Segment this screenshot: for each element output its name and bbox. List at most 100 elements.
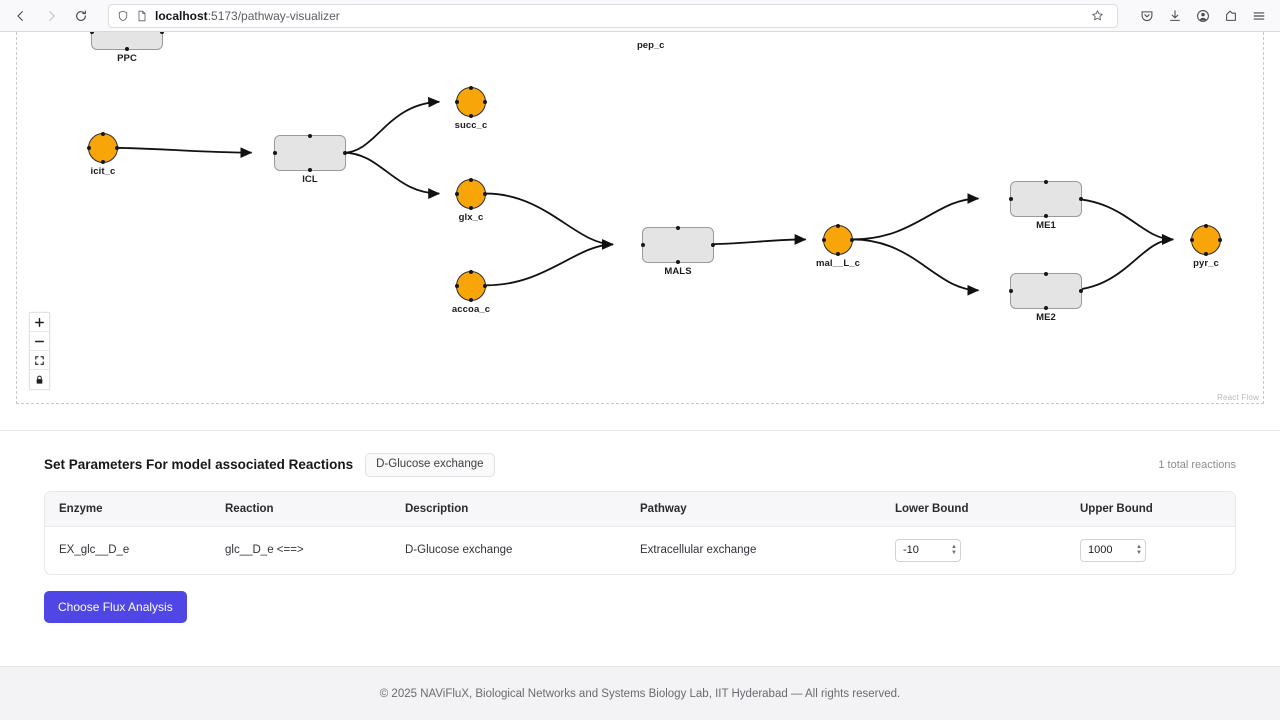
handle-bottom[interactable] <box>836 252 840 256</box>
reactions-table: Enzyme Reaction Description Pathway Lowe… <box>44 490 1236 575</box>
handle-top[interactable] <box>469 270 473 274</box>
handle-left[interactable] <box>87 146 91 150</box>
handle-bottom[interactable] <box>469 298 473 302</box>
lower-bound-input[interactable]: -10 ▲ ▼ <box>895 538 961 562</box>
handle-bottom[interactable] <box>1044 306 1048 310</box>
node-ppc-clipped[interactable]: PPC <box>90 32 164 64</box>
handle-top[interactable] <box>469 178 473 182</box>
zoom-in-icon[interactable] <box>30 313 49 332</box>
node-label-glx-c: glx_c <box>458 212 484 223</box>
reaction-node-box[interactable] <box>1009 272 1083 310</box>
node-mal-l-c[interactable]: mal__L_c <box>816 224 860 269</box>
handle-left[interactable] <box>455 192 459 196</box>
handle-right[interactable] <box>1079 197 1083 201</box>
handle-left[interactable] <box>455 100 459 104</box>
handle-top[interactable] <box>836 224 840 228</box>
url-bar[interactable]: localhost:5173/pathway-visualizer <box>108 3 1118 28</box>
url-text: localhost:5173/pathway-visualizer <box>155 9 340 23</box>
handle-top[interactable] <box>308 134 312 138</box>
reaction-node-box[interactable] <box>273 134 347 172</box>
react-flow-canvas[interactable]: PPC pep_c icit_c <box>16 32 1264 404</box>
node-icl[interactable]: ICL <box>273 134 347 185</box>
react-flow-attribution[interactable]: React Flow <box>1216 393 1259 402</box>
reaction-node-box[interactable] <box>1009 180 1083 218</box>
extensions-icon[interactable] <box>1218 3 1244 29</box>
account-icon[interactable] <box>1190 3 1216 29</box>
handle-left[interactable] <box>641 243 645 247</box>
back-icon[interactable] <box>8 3 34 29</box>
handle-right[interactable] <box>483 100 487 104</box>
reaction-node-box[interactable] <box>90 32 164 51</box>
handle-bottom[interactable] <box>125 47 129 51</box>
node-icit-c[interactable]: icit_c <box>87 132 119 177</box>
handle-right[interactable] <box>483 192 487 196</box>
node-mals[interactable]: MALS <box>641 226 715 277</box>
handle-top[interactable] <box>101 132 105 136</box>
handle-left[interactable] <box>90 32 94 34</box>
handle-right[interactable] <box>343 151 347 155</box>
handle-left[interactable] <box>1009 289 1013 293</box>
stepper-down-icon[interactable]: ▼ <box>951 549 957 556</box>
handle-left[interactable] <box>1009 197 1013 201</box>
handle-left[interactable] <box>822 238 826 242</box>
handle-right[interactable] <box>711 243 715 247</box>
handle-right[interactable] <box>1218 238 1222 242</box>
handle-left[interactable] <box>273 151 277 155</box>
stepper-up-icon[interactable]: ▲ <box>1136 543 1142 550</box>
handle-right[interactable] <box>160 32 164 34</box>
lock-icon[interactable] <box>30 370 49 389</box>
table-row: EX_glc__D_e glc__D_e <==> D-Glucose exch… <box>45 527 1235 574</box>
metabolite-node-circle[interactable] <box>87 132 119 164</box>
node-accoa-c[interactable]: accoa_c <box>452 270 490 315</box>
flow-viewport[interactable]: PPC pep_c icit_c <box>17 32 1263 403</box>
handle-bottom[interactable] <box>1044 214 1048 218</box>
node-label-icit-c: icit_c <box>90 166 116 177</box>
node-me1[interactable]: ME1 <box>1009 180 1083 231</box>
handle-left[interactable] <box>1190 238 1194 242</box>
metabolite-node-circle[interactable] <box>822 224 854 256</box>
handle-bottom[interactable] <box>676 260 680 264</box>
handle-top[interactable] <box>1044 180 1048 184</box>
zoom-out-icon[interactable] <box>30 332 49 351</box>
star-icon[interactable] <box>1085 4 1109 28</box>
node-glx-c[interactable]: glx_c <box>455 178 487 223</box>
handle-right[interactable] <box>850 238 854 242</box>
handle-top[interactable] <box>676 226 680 230</box>
metabolite-node-circle[interactable] <box>455 178 487 210</box>
handle-right[interactable] <box>483 284 487 288</box>
handle-bottom[interactable] <box>469 206 473 210</box>
status-badge[interactable]: D-Glucose exchange <box>365 453 495 477</box>
handle-right[interactable] <box>115 146 119 150</box>
downloads-icon[interactable] <box>1162 3 1188 29</box>
stepper-up-icon[interactable]: ▲ <box>951 543 957 550</box>
pocket-icon[interactable] <box>1134 3 1160 29</box>
reaction-node-box[interactable] <box>641 226 715 264</box>
handle-right[interactable] <box>1079 289 1083 293</box>
handle-left[interactable] <box>455 284 459 288</box>
stepper-down-icon[interactable]: ▼ <box>1136 549 1142 556</box>
upper-bound-stepper[interactable]: ▲ ▼ <box>1136 543 1142 556</box>
choose-flux-analysis-button[interactable]: Choose Flux Analysis <box>44 590 187 623</box>
handle-top[interactable] <box>1044 272 1048 276</box>
handle-top[interactable] <box>469 86 473 90</box>
reload-icon[interactable] <box>68 3 94 29</box>
fit-view-icon[interactable] <box>30 351 49 370</box>
node-label-pep-c: pep_c <box>637 40 665 51</box>
handle-bottom[interactable] <box>469 114 473 118</box>
node-succ-c[interactable]: succ_c <box>455 86 487 131</box>
handle-bottom[interactable] <box>101 160 105 164</box>
node-me2[interactable]: ME2 <box>1009 272 1083 323</box>
metabolite-node-circle[interactable] <box>1190 224 1222 256</box>
forward-icon[interactable] <box>38 3 64 29</box>
handle-bottom[interactable] <box>1204 252 1208 256</box>
metabolite-node-circle[interactable] <box>455 270 487 302</box>
lower-bound-stepper[interactable]: ▲ ▼ <box>951 543 957 556</box>
upper-bound-input[interactable]: 1000 ▲ ▼ <box>1080 538 1146 562</box>
node-pyr-c[interactable]: pyr_c <box>1190 224 1222 269</box>
browser-toolbar: localhost:5173/pathway-visualizer <box>0 0 1280 32</box>
handle-top[interactable] <box>1204 224 1208 228</box>
menu-icon[interactable] <box>1246 3 1272 29</box>
shield-icon <box>117 10 129 22</box>
handle-bottom[interactable] <box>308 168 312 172</box>
metabolite-node-circle[interactable] <box>455 86 487 118</box>
